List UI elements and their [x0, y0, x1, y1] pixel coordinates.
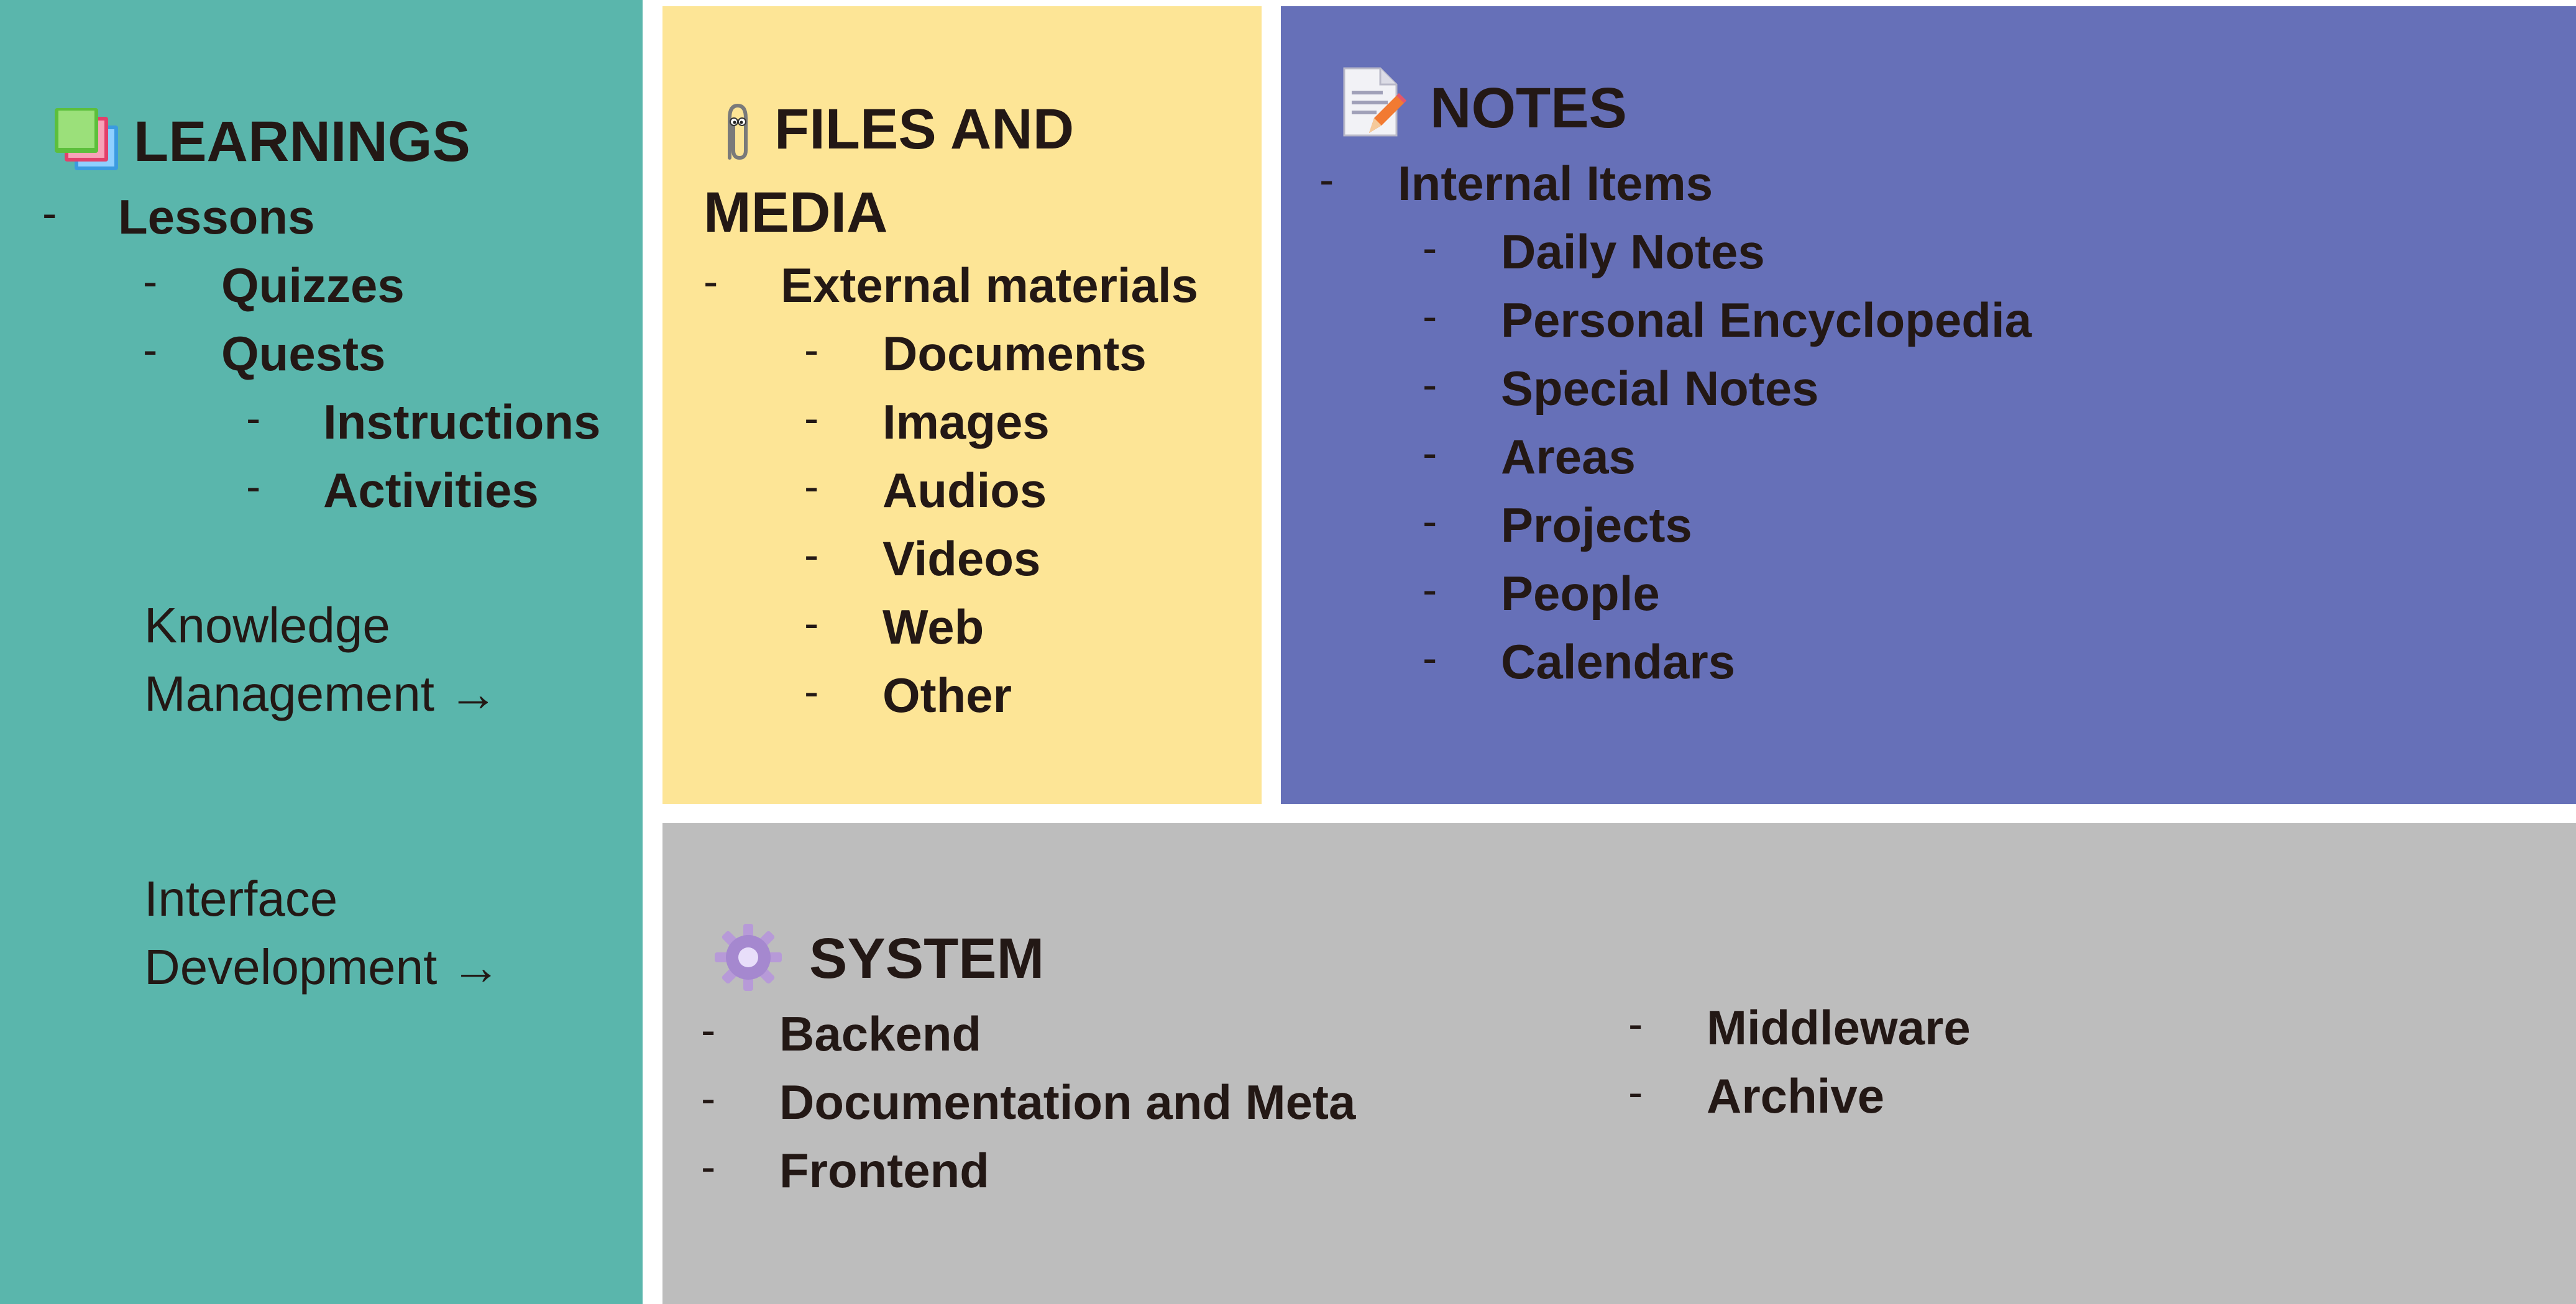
dash: -: [804, 462, 819, 511]
files-item-documents[interactable]: Documents: [882, 326, 1147, 381]
paperclip-icon: [721, 101, 754, 163]
files-item-external-materials[interactable]: External materials: [781, 258, 1199, 312]
arrow-right-icon: →: [448, 666, 498, 721]
files-title-line2: MEDIA: [704, 181, 888, 244]
books-icon: [52, 106, 126, 174]
files-item-images[interactable]: Images: [882, 394, 1050, 449]
link-line2: Development →: [144, 939, 501, 995]
files-media-panel: FILES AND MEDIA - External materials - D…: [662, 6, 1262, 804]
dash: -: [143, 257, 158, 306]
dash: -: [1423, 429, 1437, 477]
dash: -: [804, 394, 819, 442]
learnings-item-lessons[interactable]: Lessons: [118, 189, 315, 244]
dash: -: [246, 462, 261, 511]
system-item-middleware[interactable]: Middleware: [1707, 1000, 1971, 1055]
notes-item-areas[interactable]: Areas: [1501, 429, 1636, 484]
files-item-web[interactable]: Web: [882, 600, 984, 654]
dash: -: [1423, 634, 1437, 682]
dash: -: [1628, 1000, 1643, 1048]
dash: -: [143, 326, 158, 374]
dash: -: [42, 189, 57, 237]
files-item-other[interactable]: Other: [882, 668, 1012, 723]
dash: -: [246, 394, 261, 442]
system-item-documentation-meta[interactable]: Documentation and Meta: [779, 1075, 1356, 1129]
memo-icon: [1339, 66, 1408, 139]
arrow-right-icon: →: [451, 939, 501, 995]
notes-item-daily-notes[interactable]: Daily Notes: [1501, 224, 1765, 279]
system-item-backend[interactable]: Backend: [779, 1006, 982, 1061]
dash: -: [1423, 224, 1437, 272]
system-item-archive[interactable]: Archive: [1707, 1069, 1885, 1123]
dash: -: [804, 531, 819, 579]
notes-item-personal-encyclopedia[interactable]: Personal Encyclopedia: [1501, 293, 2032, 347]
notes-title: NOTES: [1430, 76, 1627, 140]
dash: -: [704, 257, 718, 306]
link-knowledge-management[interactable]: Knowledge Management →: [144, 591, 498, 728]
learnings-item-instructions[interactable]: Instructions: [323, 394, 601, 449]
link-interface-development[interactable]: Interface Development →: [144, 865, 501, 1001]
link-line1: Knowledge: [144, 598, 390, 653]
system-title: SYSTEM: [809, 927, 1045, 990]
files-item-videos[interactable]: Videos: [882, 531, 1041, 586]
notes-item-internal-items[interactable]: Internal Items: [1398, 156, 1713, 211]
dash: -: [1628, 1068, 1643, 1116]
learnings-item-activities[interactable]: Activities: [323, 463, 539, 517]
link-line1: Interface: [144, 871, 338, 926]
dash: -: [804, 599, 819, 647]
dash: -: [701, 1142, 716, 1191]
dash: -: [1423, 360, 1437, 409]
dash: -: [804, 326, 819, 374]
learnings-item-quests[interactable]: Quests: [221, 326, 386, 381]
notes-item-projects[interactable]: Projects: [1501, 498, 1692, 552]
dash: -: [804, 667, 819, 716]
gear-icon: [713, 923, 783, 992]
learnings-title: LEARNINGS: [134, 110, 470, 173]
dash: -: [1423, 565, 1437, 614]
dash: -: [1423, 292, 1437, 340]
dash: -: [701, 1006, 716, 1054]
system-panel: SYSTEM - Backend - Documentation and Met…: [662, 823, 2576, 1304]
files-title-line1: FILES AND: [774, 98, 1075, 161]
dash: -: [701, 1074, 716, 1123]
link-line2: Management →: [144, 666, 498, 721]
notes-item-special-notes[interactable]: Special Notes: [1501, 361, 1819, 416]
notes-item-people[interactable]: People: [1501, 566, 1660, 621]
learnings-panel: LEARNINGS - Lessons - Quizzes - Quests -…: [0, 0, 643, 1304]
notes-item-calendars[interactable]: Calendars: [1501, 634, 1736, 689]
dash: -: [1423, 497, 1437, 545]
notes-panel: NOTES - Internal Items - Daily Notes - P…: [1281, 6, 2576, 804]
dash: -: [1319, 155, 1334, 204]
files-item-audios[interactable]: Audios: [882, 463, 1047, 517]
learnings-item-quizzes[interactable]: Quizzes: [221, 258, 405, 312]
system-item-frontend[interactable]: Frontend: [779, 1143, 989, 1198]
